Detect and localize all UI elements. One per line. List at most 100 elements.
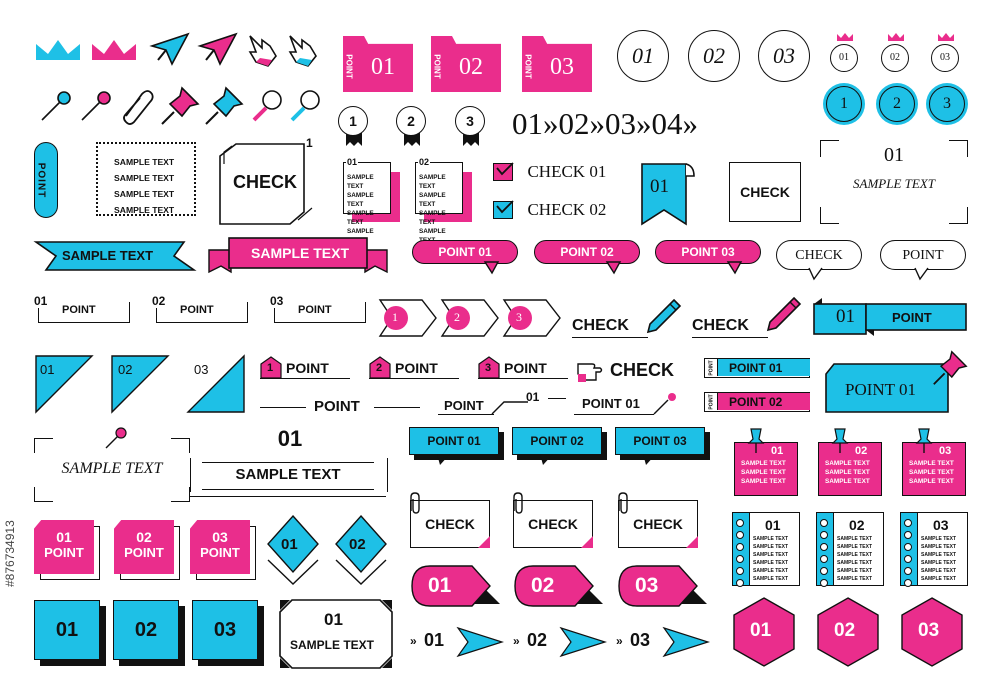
pink-square-label: POINT <box>44 545 84 560</box>
seal-badge-1: 1 <box>826 86 862 122</box>
pushpin-icon <box>933 350 968 385</box>
folder-tab-1: POINT 01 <box>343 36 413 92</box>
sequence-number: 02 <box>558 106 590 141</box>
house-label: POINT <box>286 360 329 376</box>
note-line: SAMPLE TEXT <box>741 460 786 467</box>
double-chevron-icon: » <box>682 106 699 141</box>
cyan-diamond-2 <box>335 514 387 585</box>
note-line: SAMPLE TEXT <box>837 552 873 558</box>
folder-side-label: POINT <box>523 54 533 79</box>
sample-line: SAMPLE TEXT <box>114 205 175 215</box>
pinned-note-number: 02 <box>855 445 868 457</box>
checkbox-label: CHECK 01 <box>527 162 607 181</box>
clip-note-label: CHECK <box>633 516 683 532</box>
pink-tag-number: 01 <box>428 574 452 597</box>
pink-square-number: 01 <box>56 529 72 545</box>
pink-tag-number: 03 <box>635 574 659 597</box>
clip-note-label: CHECK <box>528 516 578 532</box>
pin-sample-frame: SAMPLE TEXT <box>34 427 190 502</box>
arrow-step-3 <box>502 299 561 337</box>
sample-line: SAMPLE TEXT <box>114 157 175 167</box>
pin-icon <box>105 427 127 449</box>
check-frame-number: 1 <box>306 136 313 150</box>
pin-icon <box>41 91 71 121</box>
crown-outline-icon <box>36 40 80 60</box>
crown-pink-icon <box>888 33 904 41</box>
bracket-frame: 01 SAMPLE TEXT <box>820 140 968 224</box>
cursor-cyan-icon <box>149 32 190 66</box>
ticket-text: SAMPLE TEXT <box>290 638 375 652</box>
note-line: SAMPLE TEXT <box>419 174 446 190</box>
note-line: SAMPLE TEXT <box>921 576 957 582</box>
double-chevron-icon: » <box>589 106 606 141</box>
flag-number: 01 <box>650 176 669 197</box>
ribbon-medal-number: 2 <box>407 113 415 129</box>
bubble-label: POINT 03 <box>681 245 735 259</box>
ticket-frame <box>279 599 393 669</box>
bubble-label: POINT 02 <box>560 245 614 259</box>
hand-pointer-icon <box>577 363 603 382</box>
diamond-number: 01 <box>281 536 298 553</box>
pin-frame-text: SAMPLE TEXT <box>61 460 163 477</box>
folder-tab-3: POINT 03 <box>522 36 592 92</box>
cyan-speech-bubble-3: POINT 03 <box>615 427 705 455</box>
checkbox-row-2[interactable]: CHECK 02 <box>493 200 606 222</box>
sample-line: SAMPLE TEXT <box>114 189 175 199</box>
triangle-number: 01 <box>40 362 55 377</box>
pink-square-label: POINT <box>200 545 240 560</box>
circle-number-1: 01 <box>617 30 669 82</box>
note-line: SAMPLE TEXT <box>753 536 789 542</box>
crown-medal-number: 01 <box>839 52 849 63</box>
check-box-label: CHECK <box>740 184 790 200</box>
note-line: SAMPLE TEXT <box>837 544 873 550</box>
checkbox-row-1[interactable]: CHECK 01 <box>493 162 606 184</box>
pencil-check-label: CHECK <box>692 317 749 334</box>
notebook-number: 03 <box>933 517 949 533</box>
pink-tag-number: 02 <box>531 574 555 597</box>
pencil-check-label: CHECK <box>572 317 629 334</box>
bubble-label: CHECK <box>795 248 843 263</box>
cyan-ribbon-banner <box>33 241 197 271</box>
double-chevron-icon: » <box>543 106 559 141</box>
cyan-square-3: 03 <box>192 600 258 660</box>
arrow-number-label: 03 <box>630 630 651 650</box>
note-line: SAMPLE TEXT <box>825 469 870 476</box>
ribbon-medal-1: 1 <box>338 106 370 150</box>
house-number: 2 <box>376 362 383 374</box>
note-line: SAMPLE TEXT <box>921 536 957 542</box>
note-line: SAMPLE TEXT <box>837 568 873 574</box>
checkbox[interactable] <box>493 162 514 181</box>
note-number: 02 <box>418 157 431 167</box>
double-frame-text: SAMPLE TEXT <box>235 466 341 483</box>
step-number: 2 <box>454 310 460 324</box>
note-line: SAMPLE TEXT <box>921 544 957 550</box>
bracket-frame-number: 01 <box>884 144 904 166</box>
cyan-corner-triangle-2 <box>111 355 170 414</box>
bubble-label: POINT <box>902 248 944 263</box>
outline-speech-bubble-2: POINT <box>880 240 966 270</box>
cyan-square-number: 03 <box>213 619 237 641</box>
circle-number-label: 03 <box>773 43 795 68</box>
bubble-number: 01 <box>34 294 48 308</box>
pushpin-icon <box>831 428 849 453</box>
tab-side-label: POINT <box>708 360 715 376</box>
checkbox[interactable] <box>493 200 514 219</box>
checkbox-label: CHECK 02 <box>527 200 607 219</box>
cursor-pink-icon <box>197 32 238 66</box>
folder-number: 03 <box>550 54 574 80</box>
arrow-number-3: » 03 <box>616 626 712 658</box>
seal-badge-2: 2 <box>879 86 915 122</box>
crown-pink-icon <box>837 33 853 41</box>
clip-note-3: CHECK <box>618 492 698 548</box>
note-line: SAMPLE TEXT <box>753 560 789 566</box>
ticket-number: 01 <box>324 610 343 629</box>
arrow-head-icon <box>662 626 710 658</box>
note-line: SAMPLE TEXT <box>825 460 870 467</box>
diamond-number: 02 <box>349 536 366 553</box>
pushpin-icon <box>747 428 765 453</box>
